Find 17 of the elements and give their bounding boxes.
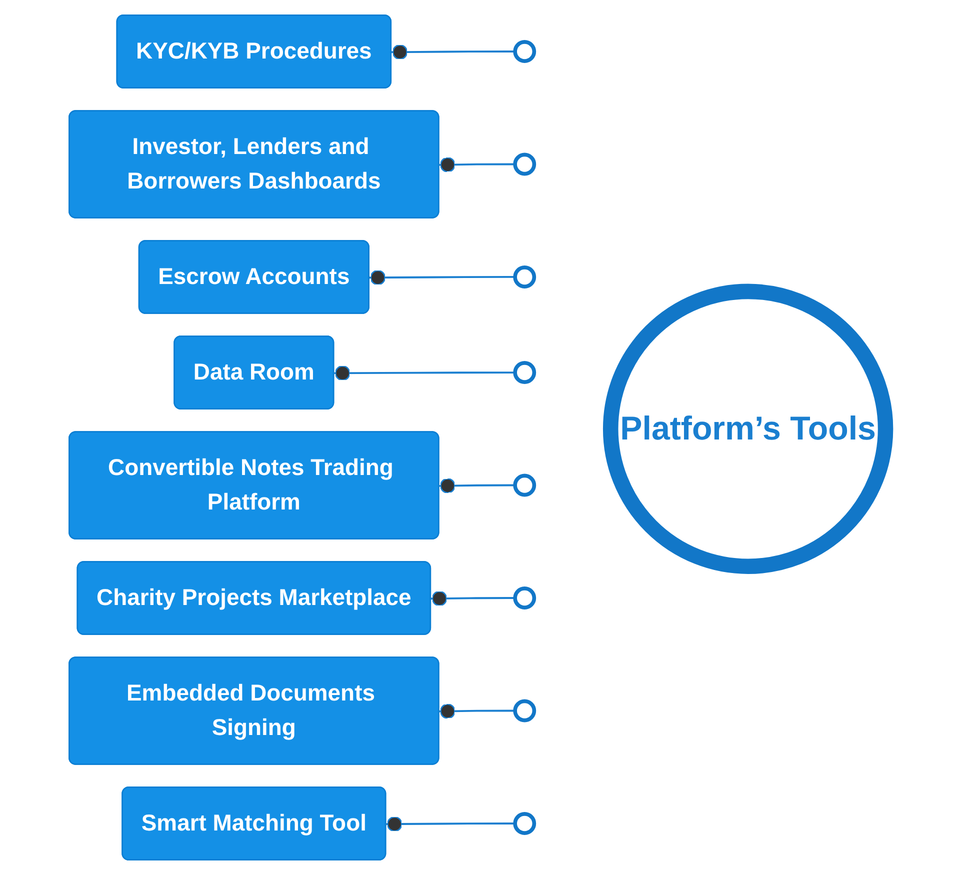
connector	[439, 704, 516, 719]
connector	[386, 816, 516, 832]
connector	[334, 365, 516, 381]
node-circle: Platform’s Tools	[603, 284, 894, 574]
connector	[439, 478, 516, 494]
node-circle	[513, 586, 536, 610]
node-circle	[513, 361, 536, 384]
node-circle	[513, 474, 536, 497]
connector	[392, 44, 516, 60]
connector	[370, 270, 516, 286]
node-circle	[513, 152, 536, 176]
connector	[439, 157, 516, 172]
node-circle	[513, 699, 536, 722]
connector	[431, 590, 516, 606]
node-circle	[513, 812, 536, 835]
node-circle	[513, 266, 536, 288]
node-circle	[513, 40, 536, 63]
